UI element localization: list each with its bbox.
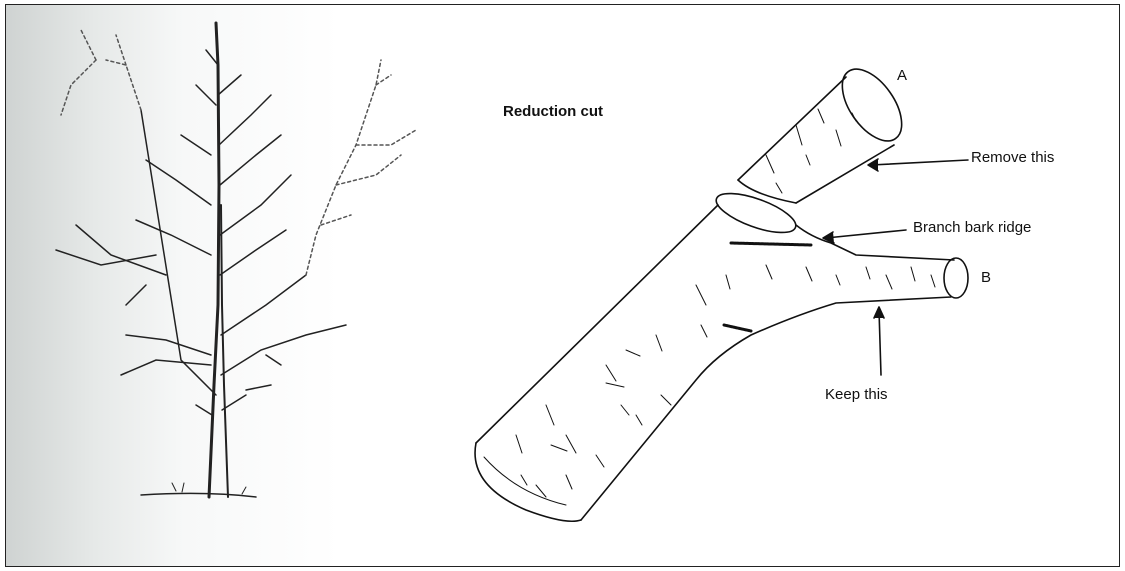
removed-branch-segment: [738, 59, 914, 203]
label-a: A: [897, 67, 907, 84]
diagram-title: Reduction cut: [503, 103, 603, 120]
reduction-cut-illustration: [6, 5, 1120, 567]
keep-arrow: [874, 307, 884, 375]
label-b: B: [981, 269, 991, 286]
remove-arrow: [868, 159, 968, 171]
label-branch-bark-ridge: Branch bark ridge: [913, 219, 1031, 236]
ridge-arrow: [823, 230, 906, 243]
label-remove-this: Remove this: [971, 149, 1054, 166]
figure-frame: Reduction cut A Remove this Branch bark …: [5, 4, 1120, 567]
main-stem: [475, 185, 968, 521]
label-keep-this: Keep this: [825, 386, 888, 403]
